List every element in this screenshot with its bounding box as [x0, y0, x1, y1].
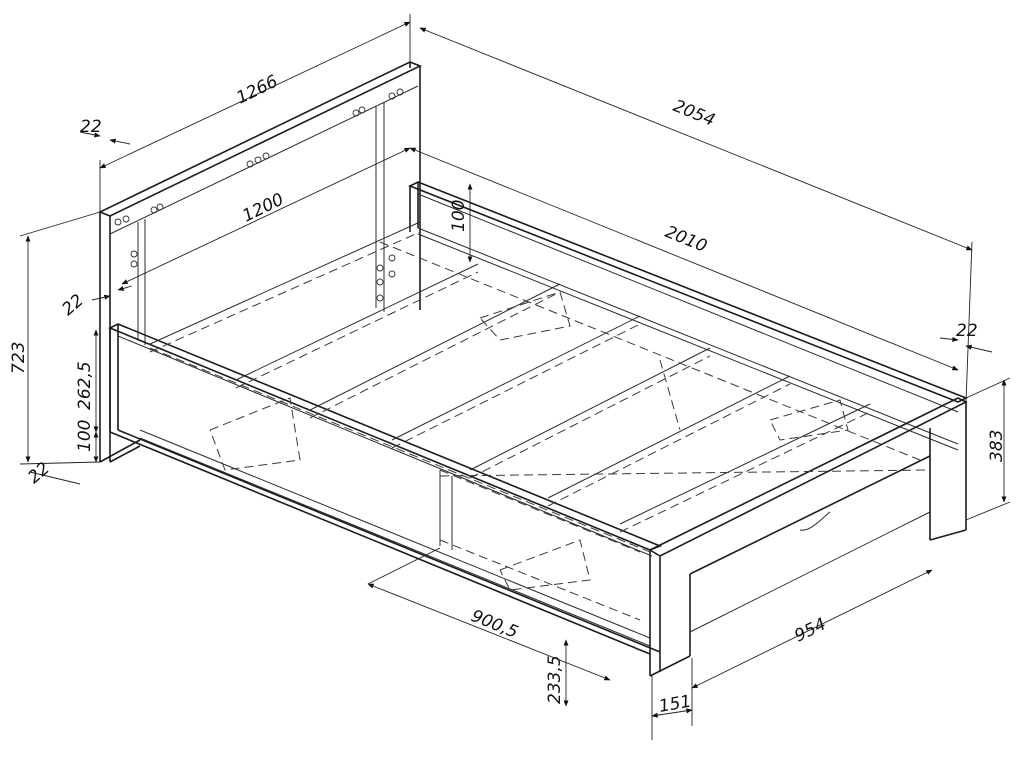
- front-side-rail: [108, 323, 663, 655]
- dim-headboard-offset: 262,5: [75, 361, 95, 410]
- dimension-labels: 1266 2054 1200 2010 100 22 22 22 723 262…: [9, 71, 1007, 716]
- back-side-rail: [408, 181, 968, 451]
- footboard: [648, 397, 968, 677]
- dim-inner-length: 2010: [662, 222, 710, 257]
- dim-drawer-width: 954: [791, 614, 829, 646]
- dim-side-board-height: 100: [449, 200, 469, 232]
- dim-footboard-thickness: 22: [956, 321, 978, 341]
- dim-headboard-thickness: 22: [80, 117, 102, 137]
- headboard: [98, 61, 422, 463]
- dim-drawer-height: 233,5: [545, 655, 565, 704]
- dim-drawer-length: 900,5: [468, 606, 521, 643]
- dim-inner-width: 1200: [239, 190, 287, 227]
- dim-side-board-thickness: 22: [58, 291, 87, 320]
- headboard-fasteners: [114, 88, 404, 302]
- dim-lower-board-height: 100: [75, 420, 95, 452]
- dim-total-length: 2054: [670, 96, 718, 131]
- dim-headboard-width: 1266: [233, 71, 281, 108]
- dim-leg-width: 151: [657, 692, 692, 717]
- dimension-lines: [19, 14, 1011, 740]
- dim-footboard-height: 383: [987, 430, 1007, 462]
- dim-total-height: 723: [9, 342, 29, 374]
